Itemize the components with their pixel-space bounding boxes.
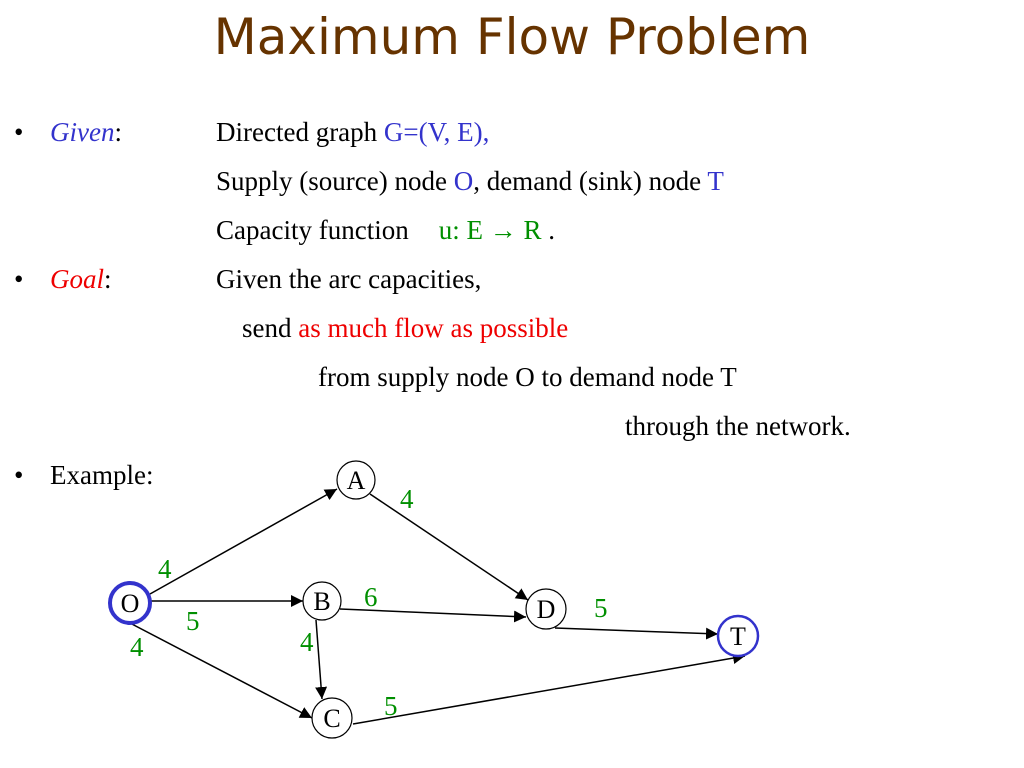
- given-line-1-text: Directed graph: [216, 117, 384, 147]
- given-line-1: Directed graph G=(V, E),: [216, 116, 489, 148]
- bullet-dot-goal: •: [14, 264, 24, 294]
- node-a-circle: [336, 460, 376, 500]
- given-colon: :: [114, 117, 122, 147]
- sink-node-name: T: [707, 166, 724, 196]
- bullet-dot-given: •: [14, 117, 24, 147]
- node-t-circle: [716, 614, 760, 658]
- goal-line-3: from supply node O to demand node T: [318, 362, 737, 392]
- given-line-3-tail: .: [541, 215, 555, 245]
- given-label: Given:: [50, 116, 122, 148]
- capacity-label-o-b: 5: [186, 606, 200, 636]
- node-c-circle: [311, 697, 353, 739]
- capacity-label-a-d: 4: [400, 484, 414, 514]
- capacity-label-b-c: 4: [300, 627, 314, 657]
- slide-title: Maximum Flow Problem: [213, 8, 811, 66]
- edge-o-c: [127, 621, 313, 719]
- graph-notation: G=(V, E),: [383, 117, 490, 147]
- node-o-label: O: [121, 589, 140, 618]
- edge-b-d: [339, 608, 527, 623]
- given-line-2: Supply (source) node O, demand (sink) no…: [216, 165, 724, 197]
- node-a-label: A: [347, 466, 366, 495]
- capacity-label-o-c: 4: [130, 632, 144, 662]
- bullet-dot-example: •: [14, 460, 24, 490]
- node-t-label: T: [730, 622, 746, 651]
- edge-a-d: [369, 493, 529, 601]
- goal-line-2-text: send: [242, 313, 299, 343]
- goal-label: Goal:: [50, 263, 112, 295]
- node-b-circle: [302, 581, 342, 621]
- goal-emphasis: as much flow as possible: [298, 313, 569, 343]
- node-d-label: D: [537, 595, 556, 624]
- given-keyword: Given: [50, 117, 115, 147]
- example-label: Example:: [50, 460, 154, 490]
- node-o-circle: [108, 581, 152, 625]
- capacity-label-d-t: 5: [594, 593, 608, 623]
- capacity-label-c-t: 5: [384, 691, 398, 721]
- given-line-2-text-b: , demand (sink) node: [473, 166, 708, 196]
- node-c-label: C: [323, 704, 340, 733]
- edge-d-t: [554, 627, 719, 640]
- goal-line-4: through the network.: [625, 411, 851, 441]
- edge-b-c: [315, 619, 328, 700]
- edge-c-t: [352, 652, 746, 725]
- capacity-label-b-d: 6: [364, 582, 378, 612]
- goal-colon: :: [104, 264, 112, 294]
- source-node-name: O: [453, 166, 474, 196]
- edge-o-a: [149, 488, 338, 595]
- given-line-3-text: Capacity function: [216, 215, 409, 245]
- given-line-2-text-a: Supply (source) node: [216, 166, 454, 196]
- goal-line-1: Given the arc capacities,: [216, 264, 482, 294]
- goal-line-2: send as much flow as possible: [242, 312, 568, 344]
- given-line-3: Capacity function u: E → R .: [216, 214, 555, 246]
- node-b-label: B: [313, 587, 330, 616]
- capacity-label-o-a: 4: [158, 554, 172, 584]
- node-d-circle: [525, 588, 567, 630]
- goal-keyword: Goal: [50, 264, 104, 294]
- capacity-function-notation: u: E → R: [438, 215, 542, 245]
